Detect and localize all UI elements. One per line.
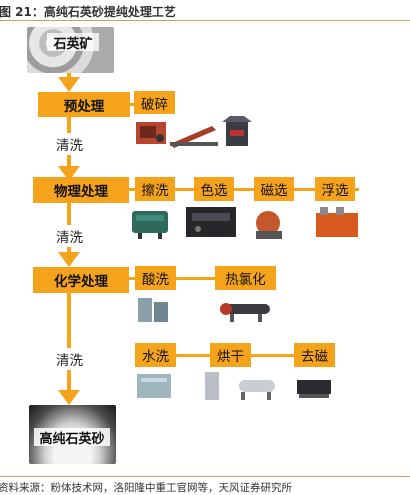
op-color-sorting: 色选 [194,177,234,201]
acid-tank-icon [138,298,168,322]
op-acid-leaching: 酸洗 [135,266,176,290]
connector-stage2 [129,188,359,191]
flow-arrow-3 [58,252,80,267]
figure-source: 资料来源：粉体技术网，洛阳隆中重工官网等，天风证券研究所 [0,482,292,494]
flow-arrow-4 [58,390,80,405]
wash-label-2: 清洗 [56,225,83,247]
connector-stage3 [129,277,275,280]
color-sorter-icon [186,207,236,237]
magnetic-separator-icon [256,211,282,239]
op-water-washing: 水洗 [135,343,176,367]
top-rule [0,20,410,21]
op-crushing: 破碎 [134,91,175,114]
scrubber-icon [132,211,168,239]
equipment-row-2 [132,207,358,239]
flow-arrow-1 [58,77,80,92]
flow-line-4 [67,293,71,396]
figure-title: 图 21：高纯石英砂提纯处理工艺 [0,5,176,19]
flotation-machine-icon [316,207,358,237]
stage-pretreatment: 预处理 [38,92,130,117]
connector-stage1 [130,103,134,106]
op-magnetic-separation: 磁选 [254,177,294,201]
stage-chemical: 化学处理 [33,267,129,293]
jaw-crusher-icon [136,122,166,144]
quartz-ore-label: 石英矿 [47,33,99,52]
op-flotation: 浮选 [315,177,355,201]
cone-crusher-icon [222,116,252,146]
rotary-kiln-icon [220,303,270,322]
equipment-row-4 [137,372,331,400]
op-demagnetization: 去磁 [294,343,335,367]
op-drying: 烘干 [210,343,251,367]
wash-label-3: 清洗 [56,348,83,370]
dryer-icon [205,372,275,400]
equipment-row-1 [136,116,252,148]
water-tank-icon [137,374,171,398]
wash-label-1: 清洗 [56,133,83,155]
op-hot-chlorination: 热氯化 [215,266,276,290]
demagnetizer-icon [297,380,331,398]
bottom-rule [0,476,410,477]
stage-physical: 物理处理 [33,177,129,203]
equipment-row-3 [138,298,270,322]
op-scrubbing: 擦洗 [135,177,175,201]
high-purity-quartz-sand-label: 高纯石英砂 [34,428,110,447]
conveyor-icon [170,126,218,148]
